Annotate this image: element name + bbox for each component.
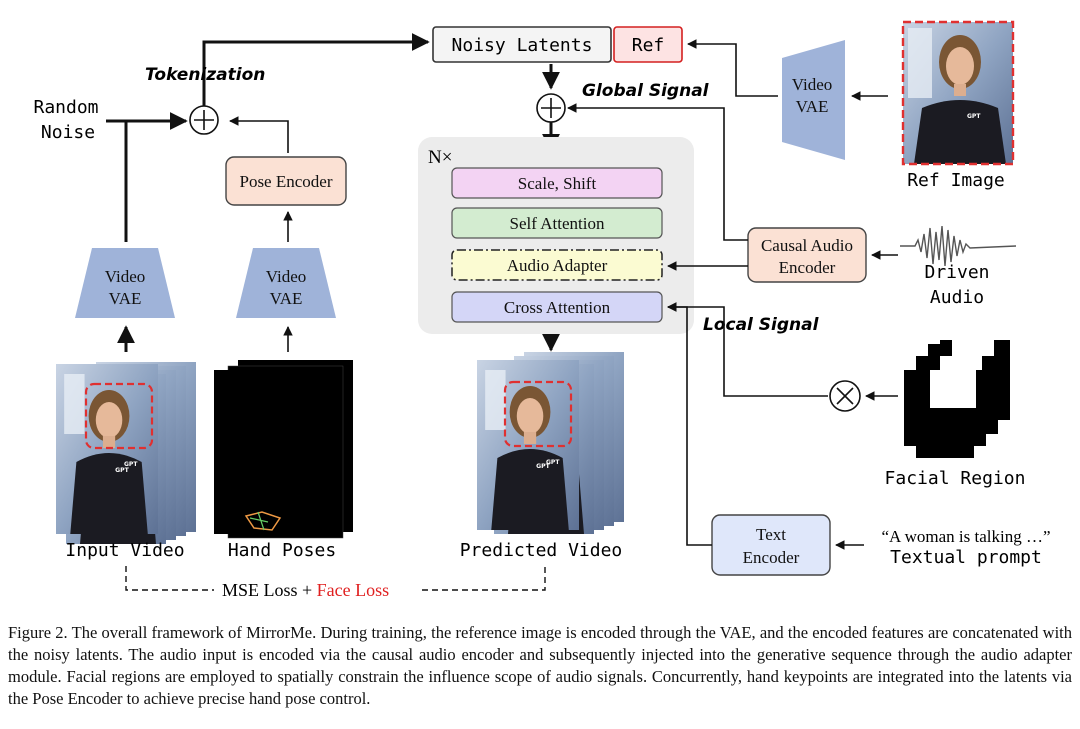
- ref-image-label: Ref Image: [907, 170, 1005, 191]
- predicted-video-label: Predicted Video: [460, 540, 623, 561]
- noisy-latents-label: Noisy Latents: [452, 35, 593, 56]
- video-vae-encoder-1: [75, 248, 175, 318]
- loss-label: MSE Loss + Face Loss: [222, 580, 389, 600]
- predicted-frame-logo: GPT: [546, 459, 560, 466]
- local-signal-label: Local Signal: [703, 315, 820, 335]
- ref-label: Ref: [632, 35, 665, 56]
- loss-dashed-line-left: [125, 566, 214, 591]
- input-video-frames: GPT: [56, 362, 196, 544]
- ref-box: [613, 26, 683, 63]
- figure-caption: Figure 2. The overall framework of Mirro…: [8, 623, 1072, 708]
- tokenization-label: Tokenization: [145, 65, 265, 85]
- cross-attention-box: [451, 291, 663, 323]
- facial-region-mask: [904, 340, 1010, 458]
- predicted-video-frames: GPT: [477, 352, 624, 534]
- facial-region-label: Facial Region: [885, 468, 1026, 489]
- hand-poses-label: Hand Poses: [228, 540, 336, 561]
- vae2-label-1: Video: [266, 267, 307, 286]
- driven-audio-label-2: Audio: [930, 287, 984, 308]
- self-attention-box: [451, 207, 663, 239]
- self-attention-label: Self Attention: [510, 214, 605, 233]
- text-encoder-label-1: Text: [756, 525, 786, 544]
- ref-frame-logo: GPT: [967, 113, 981, 120]
- vae3-label-1: Video: [792, 75, 833, 94]
- audio-adapter-box: [451, 249, 663, 281]
- pose-encoder-box: [225, 156, 347, 206]
- random-noise-label-1: Random: [33, 97, 98, 118]
- video-vae-encoder-2: [236, 248, 336, 318]
- vae1-label-2: VAE: [109, 289, 142, 308]
- input-video-label: Input Video: [65, 540, 184, 561]
- nx-label: N×: [428, 147, 452, 168]
- random-noise-label-2: Noise: [41, 122, 95, 143]
- pose-encoder-label: Pose Encoder: [239, 172, 332, 191]
- predicted-face-region: [503, 380, 573, 448]
- text-encoder-label-2: Encoder: [743, 548, 800, 567]
- audio-waveform-icon: [900, 225, 1017, 267]
- causal-audio-encoder-box: [747, 227, 867, 283]
- text-to-cross-arrow: [667, 302, 712, 546]
- input-frame-logo: GPT: [124, 461, 138, 468]
- tokenization-arrow: [202, 33, 430, 108]
- causal-audio-label-2: Encoder: [779, 258, 836, 277]
- hand-poses-frames: [214, 360, 353, 539]
- pose-to-add-arrow: [229, 116, 289, 153]
- video-vae-ref-encoder: [782, 40, 845, 160]
- global-signal-label: Global Signal: [582, 81, 710, 101]
- ref-image: GPT: [901, 20, 1015, 166]
- scale-shift-label: Scale, Shift: [518, 174, 597, 193]
- driven-audio-label-1: Driven: [924, 262, 989, 283]
- mse-loss-text: MSE Loss +: [222, 580, 317, 600]
- vae1-label-1: Video: [105, 267, 146, 286]
- face-loss-text: Face Loss: [317, 580, 389, 600]
- causal-audio-label-1: Causal Audio: [761, 236, 853, 255]
- vae2-label-2: VAE: [270, 289, 303, 308]
- scale-shift-box: [451, 167, 663, 199]
- input-face-region: [84, 382, 154, 450]
- noisy-latents-box: [432, 26, 612, 63]
- textual-prompt-label: Textual prompt: [890, 547, 1042, 568]
- audio-to-global-arrow: [567, 103, 748, 241]
- mask-to-cross-arrow: [667, 302, 828, 397]
- vae-to-ref-arrow: [687, 39, 778, 97]
- vae3-label-2: VAE: [796, 97, 829, 116]
- loss-dashed-line-right: [422, 566, 546, 591]
- audio-adapter-label: Audio Adapter: [507, 256, 608, 275]
- cross-attention-label: Cross Attention: [504, 298, 611, 317]
- text-prompt-quote: “A woman is talking …”: [881, 527, 1050, 546]
